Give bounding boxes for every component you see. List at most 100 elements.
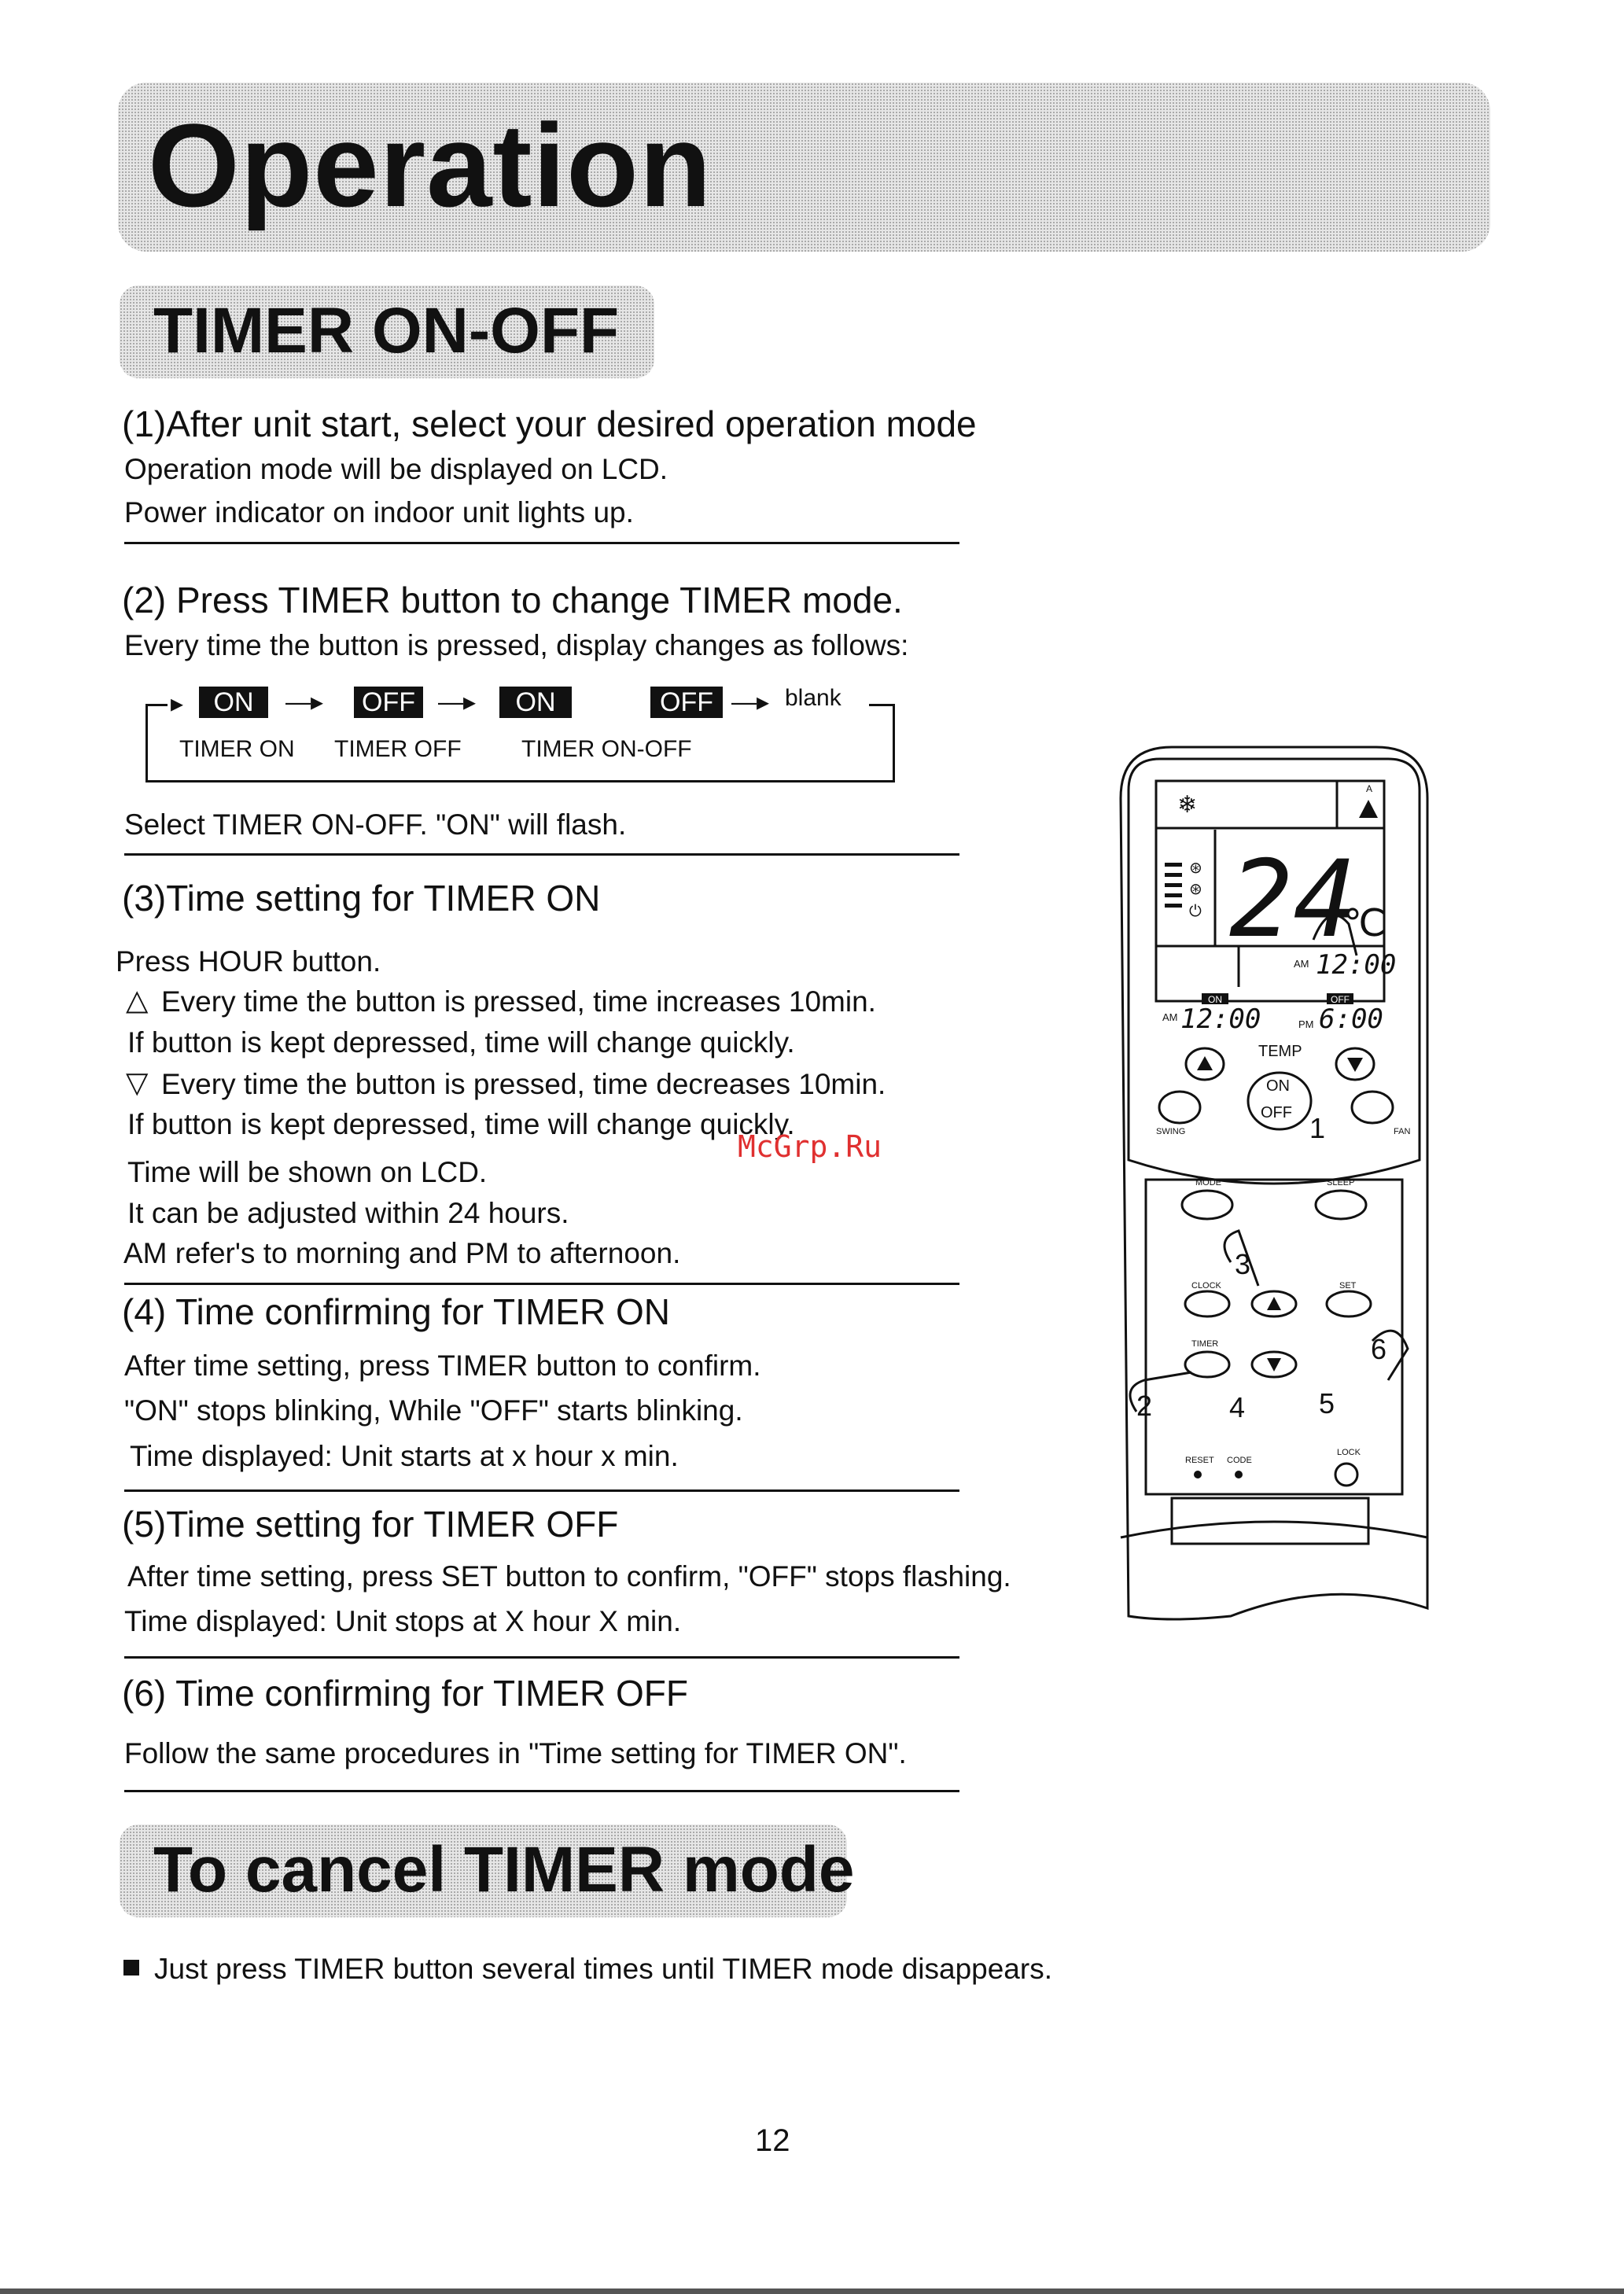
timer-label: TIMER	[1191, 1339, 1218, 1349]
callout-number: 1	[1309, 1112, 1325, 1144]
lcd-clock-am: AM	[1294, 958, 1309, 970]
on-label: ON	[1266, 1077, 1290, 1095]
lcd-on-badge: ON	[1208, 994, 1222, 1005]
footer-line	[0, 2288, 1624, 2294]
power-icon: ⏻	[1189, 901, 1202, 920]
up-triangle-icon: △	[126, 984, 149, 1016]
clock-button	[1184, 1290, 1231, 1318]
step3-line: If button is kept depressed, time will c…	[127, 1108, 795, 1140]
divider	[124, 853, 959, 856]
lcd-off-badge: OFF	[1331, 994, 1350, 1005]
step6-heading: (6) Time confirming for TIMER OFF	[122, 1673, 688, 1714]
lcd-on-time: 12:00	[1180, 1003, 1261, 1035]
step3-line: If button is kept depressed, time will c…	[127, 1026, 795, 1059]
step2-after: Select TIMER ON-OFF. "ON" will flash.	[124, 808, 627, 841]
step3-line: AM refer's to morning and PM to afternoo…	[123, 1237, 681, 1269]
step3-line: Time will be shown on LCD.	[127, 1156, 488, 1188]
fan-icon: ⊛	[1189, 858, 1202, 877]
callout-number: 2	[1136, 1390, 1152, 1422]
page-number: 12	[755, 2123, 790, 2158]
cancel-instruction: Just press TIMER button several times un…	[154, 1953, 1052, 1985]
set-button	[1325, 1290, 1372, 1318]
step5-line: Time displayed: Unit stops at X hour X m…	[124, 1605, 682, 1637]
swing-label: SWING	[1156, 1127, 1185, 1136]
lcd-on-badge-bg	[1202, 993, 1228, 1004]
lcd-temperature-unit: ℃	[1343, 901, 1386, 945]
step4-heading: (4) Time confirming for TIMER ON	[122, 1291, 670, 1332]
fan-level-bar	[1165, 893, 1182, 897]
section-heading-box	[120, 1825, 847, 1917]
battery-cover	[1170, 1497, 1370, 1545]
lcd-temperature: 24	[1229, 838, 1357, 961]
step3-line: Every time the button is pressed, time i…	[161, 985, 876, 1018]
temp-down-button	[1335, 1047, 1375, 1081]
sequence-label-timer-on: TIMER ON	[179, 736, 295, 762]
bracket-top-left	[145, 704, 168, 706]
hand-pointer-icon	[1371, 1329, 1409, 1381]
temp-up-button	[1184, 1047, 1225, 1081]
step3-heading: (3)Time setting for TIMER ON	[122, 878, 601, 919]
lcd-on-am: AM	[1162, 1011, 1178, 1023]
snowflake-icon: ❄	[1177, 791, 1197, 819]
divider	[124, 542, 959, 544]
step2-line: Every time the button is pressed, displa…	[124, 629, 909, 661]
step6-line: Follow the same procedures in "Time sett…	[124, 1737, 907, 1769]
sequence-badge-off: OFF	[650, 687, 723, 718]
on-off-button	[1247, 1071, 1313, 1131]
fan-level-bar	[1165, 904, 1182, 908]
code-label: CODE	[1227, 1456, 1252, 1465]
fan-icon: ⊛	[1189, 879, 1202, 898]
down-triangle-icon: ▽	[126, 1066, 149, 1099]
lcd-off-time: 6:00	[1319, 1003, 1383, 1035]
remote-control-illustration: ❄ A ⊛ ⊛ ⏻ 24 ℃ AM 12:00 ON OFF AM 12:00 …	[1119, 746, 1429, 1621]
hand-pointer-icon	[1312, 914, 1358, 956]
lock-label: LOCK	[1337, 1448, 1361, 1457]
fan-label: FAN	[1394, 1127, 1410, 1136]
sequence-badge-on: ON	[199, 687, 268, 718]
timer-sequence-diagram: ▸ ON —▸ OFF —▸ ON OFF —▸ blank TIMER ON …	[145, 684, 895, 786]
fan-level-bar	[1165, 863, 1182, 867]
hour-down-button	[1250, 1350, 1298, 1379]
remote-body	[1119, 746, 1429, 1621]
step3-line: It can be adjusted within 24 hours.	[127, 1197, 569, 1229]
fan-level-bar	[1165, 873, 1182, 877]
sequence-label-timer-on-off: TIMER ON-OFF	[521, 736, 692, 762]
lcd-clock: 12:00	[1316, 949, 1396, 981]
watermark: McGrp.Ru	[738, 1129, 882, 1164]
sequence-bracket	[145, 704, 895, 782]
lower-button-panel	[1144, 1178, 1404, 1496]
step3-line: Every time the button is pressed, time d…	[161, 1068, 886, 1100]
section-heading-box	[120, 285, 654, 378]
callout-number: 4	[1229, 1391, 1245, 1423]
swing-button	[1158, 1090, 1202, 1125]
lcd-off-badge-bg	[1327, 993, 1353, 1004]
step1-line: Power indicator on indoor unit lights up…	[124, 496, 634, 528]
code-hole	[1235, 1471, 1243, 1478]
mode-label: MODE	[1195, 1178, 1221, 1188]
step3-line: Press HOUR button.	[116, 945, 381, 978]
section-title-timer-on-off: TIMER ON-OFF	[153, 295, 620, 366]
sequence-badge-on: ON	[499, 687, 572, 718]
reset-label: RESET	[1185, 1456, 1214, 1465]
sequence-label-timer-off: TIMER OFF	[334, 736, 462, 762]
sequence-end-blank: blank	[785, 685, 841, 711]
lcd-screen	[1154, 779, 1386, 1003]
callout-number: 5	[1319, 1387, 1335, 1419]
divider	[124, 1283, 959, 1285]
fan-speed-icon	[1359, 800, 1378, 818]
divider	[124, 1656, 959, 1659]
step4-line: "ON" stops blinking, While "OFF" starts …	[124, 1394, 743, 1427]
step1-line: Operation mode will be displayed on LCD.	[124, 453, 668, 485]
down-arrow-icon	[1347, 1058, 1363, 1072]
reset-hole	[1194, 1471, 1202, 1478]
lock-button	[1334, 1462, 1359, 1487]
page-title: Operation	[148, 99, 713, 231]
clock-label: CLOCK	[1191, 1281, 1222, 1291]
battery-cover-line	[1120, 1520, 1428, 1539]
title-banner	[118, 83, 1490, 252]
sleep-label: SLEEP	[1327, 1178, 1354, 1188]
lcd-off-pm: PM	[1298, 1018, 1314, 1030]
sequence-badge-off: OFF	[354, 687, 423, 718]
hour-up-button	[1250, 1290, 1298, 1318]
arrow-icon: —▸	[731, 687, 770, 716]
